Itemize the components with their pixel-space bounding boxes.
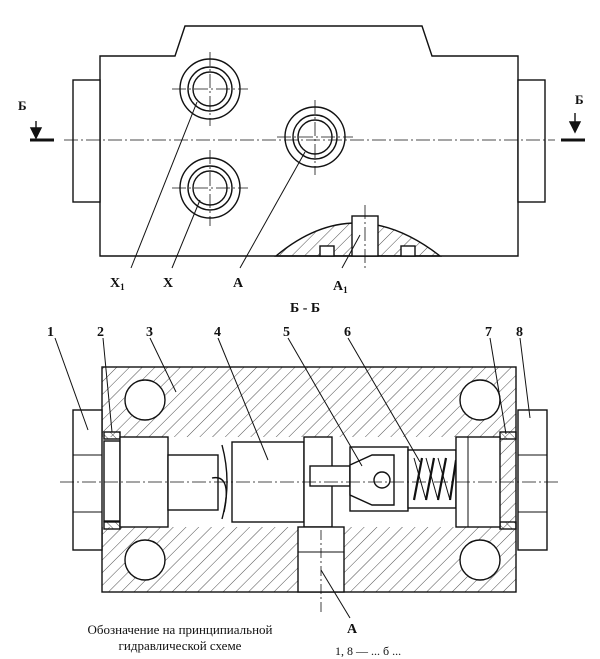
port-a-label: A: [233, 276, 244, 291]
top-view-body: [99, 25, 519, 257]
seal-left-bottom: [103, 521, 121, 530]
callout-8: 8: [516, 325, 523, 340]
spring: [412, 457, 458, 501]
section-mark-right-label: Б: [575, 92, 584, 107]
callout-4: 4: [214, 325, 221, 340]
top-view-left-cap: [72, 79, 101, 203]
caption-line-2: гидравлической схеме: [118, 638, 242, 653]
port-x1-label: X1: [110, 276, 125, 292]
caption-fragment: 1, 8 — ... б ...: [335, 644, 402, 658]
end-cap-left: [72, 409, 103, 551]
callout-2: 2: [97, 325, 104, 340]
caption-line-1: Обозначение на принципиальной: [87, 622, 273, 637]
caption: Обозначение на принципиальной гидравличе…: [60, 622, 300, 654]
callout-3: 3: [146, 325, 153, 340]
left-plug: [103, 440, 121, 522]
mount-hole-bl: [124, 539, 166, 581]
section-mark-left-label: Б: [18, 98, 27, 113]
port-a1-label: A1: [333, 279, 348, 295]
callout-5: 5: [283, 325, 290, 340]
callout-7: 7: [485, 325, 492, 340]
section-view: [54, 337, 560, 619]
port-x-label: X: [163, 276, 173, 291]
seal-right-top: [499, 431, 517, 440]
mount-hole-tr: [459, 379, 501, 421]
callout-1: 1: [47, 325, 54, 340]
top-view-right-cap: [517, 79, 546, 203]
seal-left-top: [103, 431, 121, 440]
section-title: Б - Б: [290, 301, 320, 316]
section-mark-right: [561, 113, 585, 142]
mount-hole-br: [459, 539, 501, 581]
callout-6: 6: [344, 325, 351, 340]
section-port-a-label: A: [347, 622, 358, 637]
seal-right-bottom: [499, 521, 517, 530]
end-cap-right: [517, 409, 548, 551]
top-view: [29, 25, 585, 269]
mount-hole-tl: [124, 379, 166, 421]
section-mark-left: [29, 121, 54, 142]
